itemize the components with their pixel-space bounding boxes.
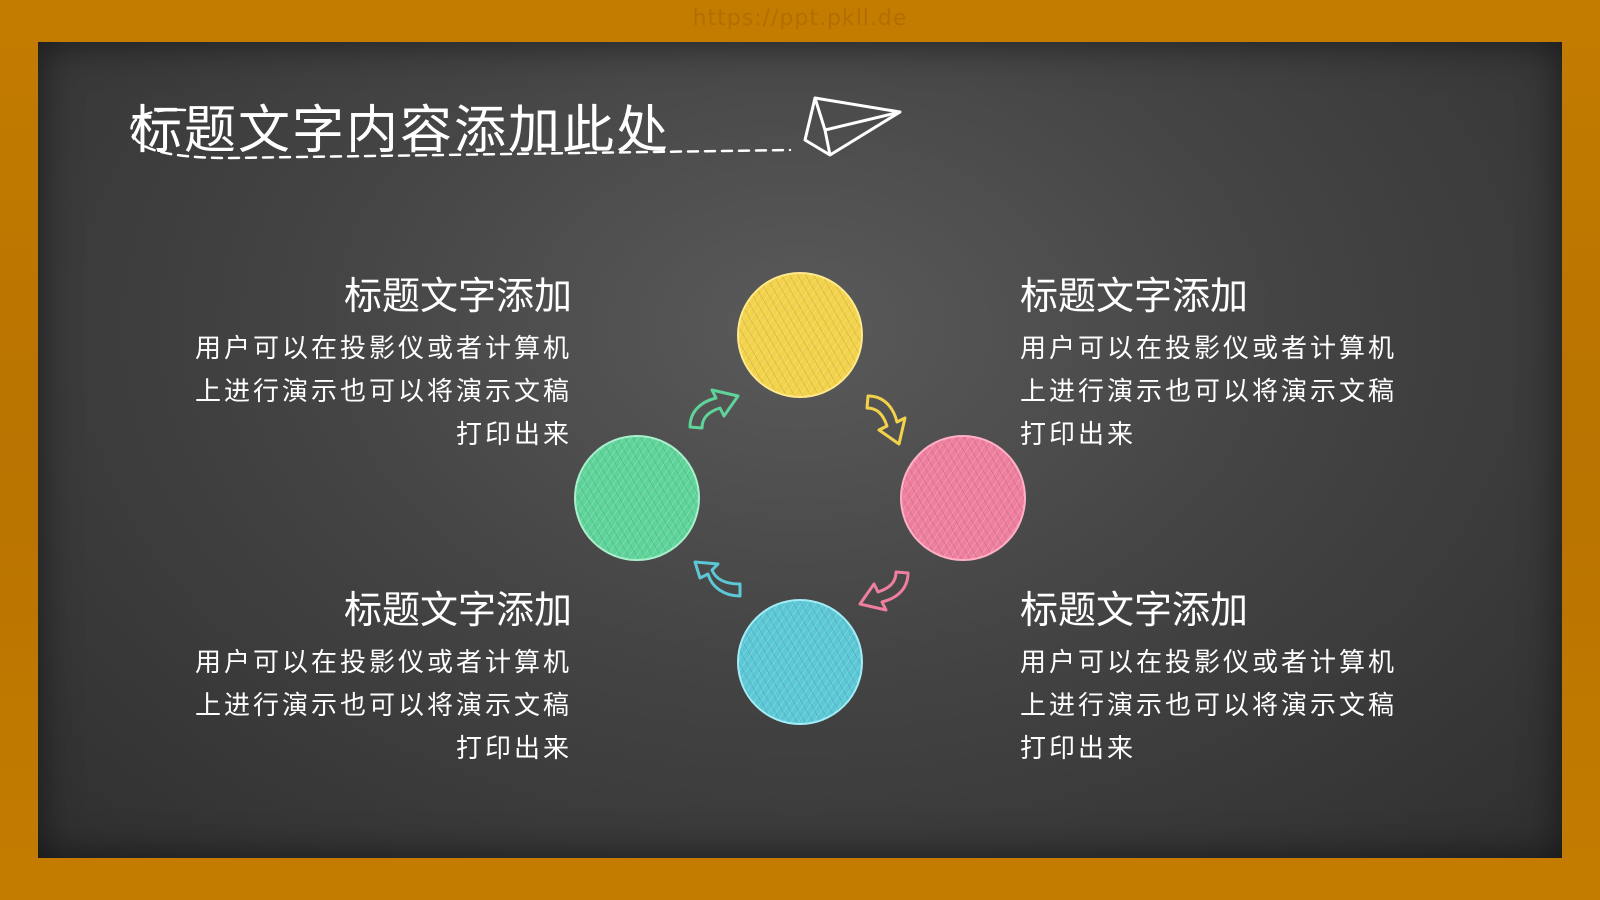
circle-cyan	[737, 599, 863, 725]
block-heading: 标题文字添加	[343, 274, 572, 318]
text-block-top-left: 标题文字添加 用户可以在投影仪或者计算机上进行演示也可以将演示文稿打印出来	[172, 272, 572, 457]
block-heading: 标题文字添加	[1020, 274, 1249, 318]
block-body: 用户可以在投影仪或者计算机上进行演示也可以将演示文稿打印出来	[194, 334, 572, 450]
text-block-bottom-left: 标题文字添加 用户可以在投影仪或者计算机上进行演示也可以将演示文稿打印出来	[172, 586, 572, 771]
block-heading: 标题文字添加	[343, 588, 572, 632]
circle-pink	[900, 435, 1026, 561]
circle-yellow	[737, 272, 863, 398]
circle-green	[574, 435, 700, 561]
paper-plane-icon	[803, 96, 902, 157]
curved-arrow-icon	[688, 388, 910, 612]
block-body: 用户可以在投影仪或者计算机上进行演示也可以将演示文稿打印出来	[1020, 334, 1398, 450]
block-heading: 标题文字添加	[1020, 588, 1249, 632]
text-block-top-right: 标题文字添加 用户可以在投影仪或者计算机上进行演示也可以将演示文稿打印出来	[1020, 272, 1420, 457]
text-block-bottom-right: 标题文字添加 用户可以在投影仪或者计算机上进行演示也可以将演示文稿打印出来	[1020, 586, 1420, 771]
watermark: https://ppt.pkll.de	[692, 6, 908, 31]
page-title: 标题文字内容添加此处	[130, 101, 671, 161]
dashed-swoosh-icon	[130, 108, 792, 160]
block-body: 用户可以在投影仪或者计算机上进行演示也可以将演示文稿打印出来	[194, 648, 572, 764]
block-body: 用户可以在投影仪或者计算机上进行演示也可以将演示文稿打印出来	[1020, 648, 1398, 764]
